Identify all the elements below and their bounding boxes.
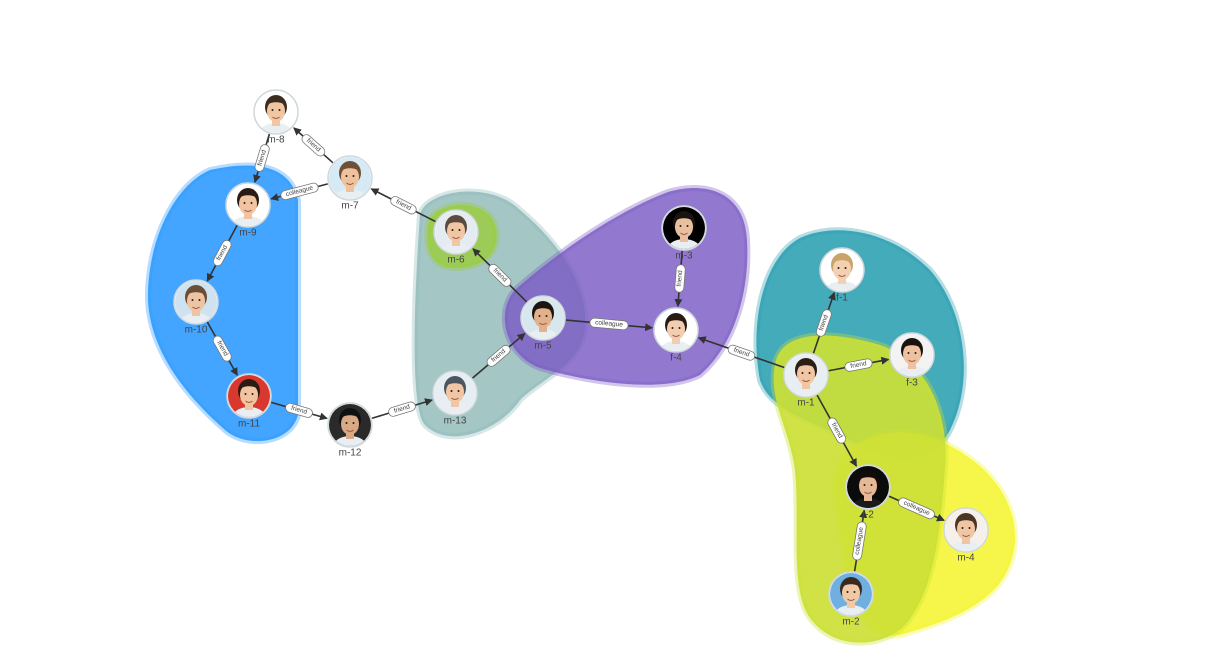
edge-label-pill: [390, 196, 417, 215]
node-f-4[interactable]: f-4: [653, 307, 699, 364]
edge-label-text: colleague: [854, 526, 865, 555]
group-purple: [501, 185, 751, 388]
edge-label-text: friend: [676, 270, 684, 287]
node-label: m-1: [797, 398, 815, 409]
avatar-photo: [228, 375, 270, 417]
edge-label: friend: [727, 344, 756, 361]
node-m-10[interactable]: m-10: [173, 279, 219, 336]
edge-label-text: friend: [850, 360, 868, 370]
edge-label-pill: [488, 263, 512, 287]
edge-label-pill: [674, 264, 686, 293]
node-m-8[interactable]: m-8: [253, 89, 299, 146]
edge-label-pill: [589, 317, 629, 331]
edge-label: friend: [388, 401, 416, 417]
node-label: m-12: [339, 448, 362, 459]
avatar-photo: [175, 281, 217, 323]
edge-label-text: friend: [393, 403, 411, 415]
edge-label: friend: [254, 144, 270, 172]
edge-label: friend: [285, 402, 313, 418]
edge-label-pill: [486, 344, 511, 367]
avatar-photo: [785, 354, 827, 396]
node-label: m-3: [675, 251, 693, 262]
node-label: f-4: [670, 353, 682, 364]
node-m-5[interactable]: m-5: [520, 295, 566, 352]
edge-label-text: friend: [256, 149, 268, 167]
edge-label-pill: [815, 309, 832, 337]
edge-label-text: friend: [290, 405, 308, 416]
node-label: m-11: [238, 419, 260, 430]
avatar-photo: [329, 404, 371, 446]
node-label: f-3: [906, 378, 918, 389]
node-m-11[interactable]: m-11: [226, 373, 272, 430]
edge-label-pill: [254, 144, 270, 172]
node-label: m-13: [444, 416, 467, 427]
node-label: m-2: [842, 617, 860, 628]
avatar-photo: [663, 207, 705, 249]
node-label: m-9: [239, 228, 257, 239]
avatar-photo: [891, 334, 933, 376]
node-m-1[interactable]: m-1: [783, 352, 829, 409]
edge-label: colleague: [852, 521, 867, 561]
node-label: m-4: [957, 553, 975, 564]
node-m-2[interactable]: m-2: [828, 571, 874, 628]
avatar-photo: [434, 372, 476, 414]
nodes-layer: m-1 f-1 f-2 f-3 f-4 m-2 m-3 m-4 m-5 m-6 m-7 m-8 m-9 m…: [173, 89, 989, 628]
node-label: m-10: [185, 325, 208, 336]
edge-label-pill: [827, 417, 847, 444]
edge-label: colleague: [589, 317, 629, 331]
edge-label-pill: [212, 239, 232, 267]
avatar-photo: [847, 466, 889, 508]
edge-label-pill: [727, 344, 756, 361]
node-m-4[interactable]: m-4: [943, 507, 989, 564]
node-m-3[interactable]: m-3: [661, 205, 707, 262]
avatar-photo: [255, 91, 297, 133]
avatar-photo: [522, 297, 564, 339]
node-m-6[interactable]: m-6: [433, 209, 479, 266]
node-f-2[interactable]: f-2: [845, 464, 891, 521]
group-blue: [144, 162, 301, 445]
edge-label-pill: [852, 521, 867, 561]
edge-label: friend: [674, 264, 686, 293]
node-label: f-1: [836, 293, 848, 304]
avatar-photo: [821, 249, 863, 291]
edge-label-pill: [388, 401, 416, 417]
avatar-photo: [655, 309, 697, 351]
node-f-1[interactable]: f-1: [819, 247, 865, 304]
edge-label-text: colleague: [595, 319, 624, 329]
edge-label-pill: [898, 497, 935, 520]
node-m-13[interactable]: m-13: [432, 370, 478, 427]
edge-label: friend: [390, 196, 417, 215]
node-f-3[interactable]: f-3: [889, 332, 935, 389]
edge-label: friend: [844, 358, 873, 372]
node-m-12[interactable]: m-12: [327, 402, 373, 459]
node-m-9[interactable]: m-9: [225, 182, 271, 239]
avatar-photo: [435, 211, 477, 253]
edge-label-pill: [301, 134, 326, 157]
avatar-photo: [830, 573, 872, 615]
avatar-photo: [227, 184, 269, 226]
edge-label: friend: [815, 309, 832, 337]
edge-label-pill: [844, 358, 873, 372]
node-label: f-2: [862, 510, 874, 521]
node-label: m-7: [341, 201, 359, 212]
edge-label-pill: [285, 402, 313, 418]
avatar-photo: [945, 509, 987, 551]
node-label: m-6: [447, 255, 465, 266]
edge-label-pill: [280, 182, 319, 201]
edge-label-pill: [212, 335, 232, 362]
node-label: m-5: [534, 341, 552, 352]
node-label: m-8: [267, 135, 285, 146]
avatar-photo: [329, 157, 371, 199]
edge-label: friend: [301, 134, 326, 157]
node-m-7[interactable]: m-7: [327, 155, 373, 212]
